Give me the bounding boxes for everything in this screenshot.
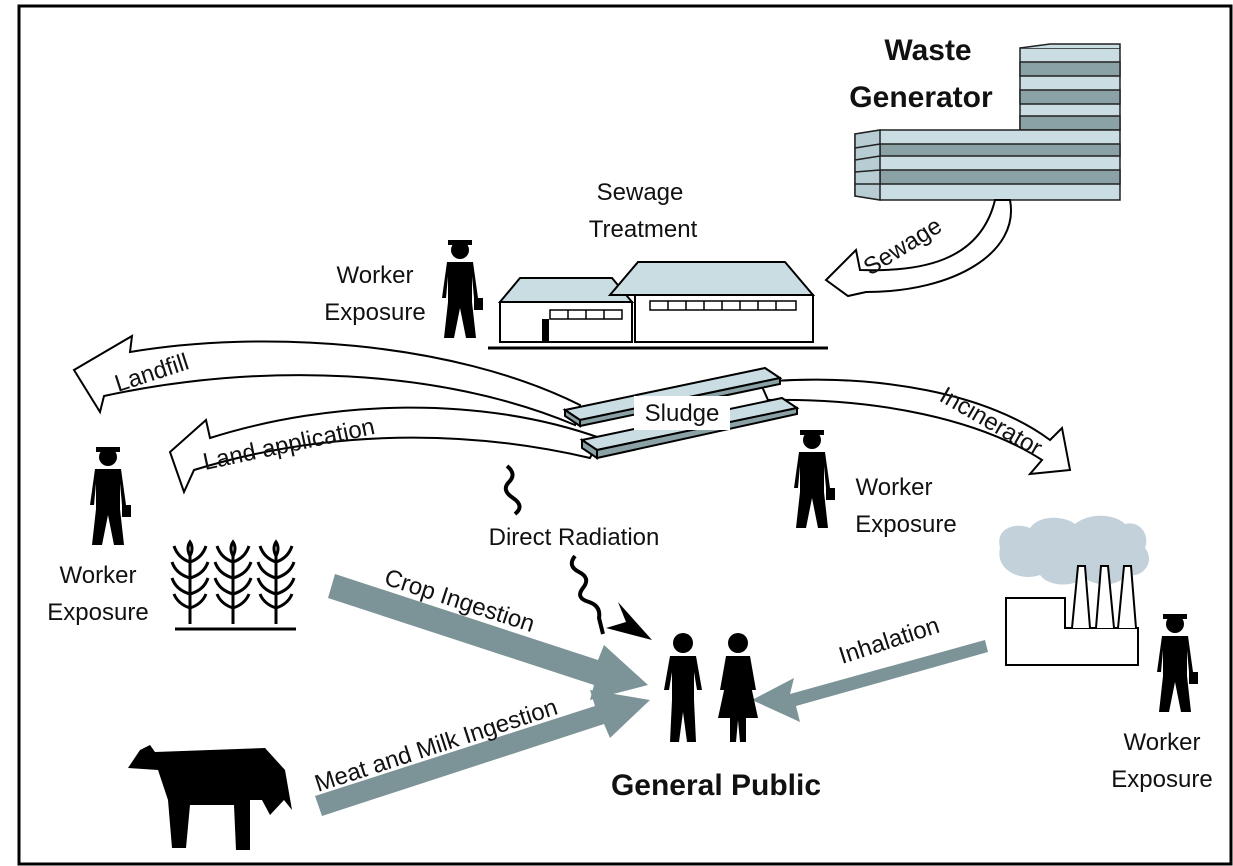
worker-incinerator-label-line2: Exposure: [1111, 766, 1212, 793]
sewage-arrow: [824, 199, 1013, 298]
worker-sludge-label-line2: Exposure: [855, 511, 956, 538]
general-public-label: General Public: [611, 769, 821, 802]
incinerator-arrow: [758, 378, 1072, 476]
direct-radiation-label: Direct Radiation: [489, 524, 660, 551]
land-application-arrow: [168, 406, 602, 495]
sewage-treatment-plant: [488, 261, 828, 350]
worker-incinerator-icon: [1157, 614, 1198, 712]
diagram-frame: [17, 4, 1233, 866]
direct-radiation-wave: [503, 464, 605, 635]
crop-ingestion-arrow: [328, 574, 648, 700]
waste-generator-building: [854, 43, 1121, 201]
worker-sludge-icon: [794, 430, 835, 528]
sludge-slabs: [562, 366, 800, 460]
landfill-arrow: [72, 334, 582, 427]
worker-sludge-label-line1: Worker: [856, 474, 933, 501]
worker-land-label-line2: Exposure: [47, 599, 148, 626]
worker-sewage-label-line2: Exposure: [324, 299, 425, 326]
sewage-treatment-label-line2: Treatment: [589, 216, 698, 243]
general-public-icon: [664, 633, 758, 742]
sludge-label: Sludge: [645, 400, 720, 427]
inhalation-arrow: [752, 640, 988, 722]
waste-generator-label-line1: Waste: [884, 34, 971, 67]
worker-land-label-line1: Worker: [60, 562, 137, 589]
sewage-treatment-label-line1: Sewage: [597, 179, 684, 206]
crops-icon: [170, 540, 296, 631]
worker-land-icon: [90, 447, 131, 545]
worker-incinerator-label-line1: Worker: [1124, 729, 1201, 756]
meat-milk-ingestion-arrow: [315, 690, 650, 816]
waste-generator-label-line2: Generator: [849, 81, 993, 114]
direct-radiation-arrowhead: [606, 602, 652, 640]
incinerator-factory: [999, 515, 1149, 666]
cow-icon: [128, 745, 292, 850]
worker-sewage-icon: [442, 240, 483, 338]
worker-sewage-label-line1: Worker: [337, 262, 414, 289]
